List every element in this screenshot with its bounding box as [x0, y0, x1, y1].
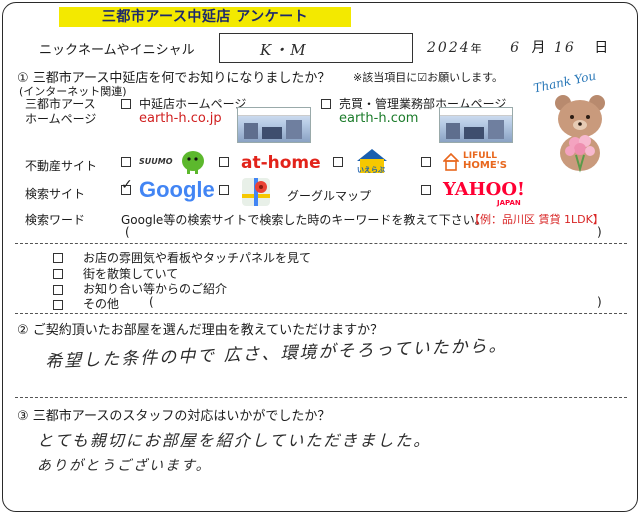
yahoo-checkbox[interactable]	[421, 185, 431, 195]
offline-option-1: お店の雰囲気や看板やタッチパネルを見て	[83, 251, 312, 265]
suumo-logo-text: SUUMO	[139, 157, 173, 166]
ieiru-logo-icon	[357, 149, 387, 173]
offline-option-checkbox-1[interactable]	[53, 253, 63, 263]
athome-logo: at-home	[241, 153, 321, 173]
other-paren-close: )	[597, 295, 602, 309]
hp-label: 三都市アース ホームページ	[25, 97, 96, 127]
ieiru-checkbox[interactable]	[333, 157, 343, 167]
offline-option-4: その他	[83, 297, 120, 311]
yahoo-logo-sub: JAPAN	[497, 199, 521, 207]
google-logo-text: Google	[139, 177, 215, 202]
nickname-field: K・M	[219, 33, 413, 63]
offline-option-checkbox-3[interactable]	[53, 285, 63, 295]
section-divider	[15, 397, 627, 398]
other-paren-open: (	[149, 295, 154, 309]
hp-option-label: 中延店ホームページ	[139, 97, 247, 111]
lifull-checkbox[interactable]	[421, 157, 431, 167]
date-year-unit: 年	[470, 42, 482, 55]
sales-screenshot-thumbnail	[439, 107, 513, 143]
survey-title: 三都市アース中延店 アンケート	[59, 7, 351, 27]
sales-url: earth-h.com	[339, 111, 419, 126]
offline-option-checkbox-2[interactable]	[53, 269, 63, 279]
keyword-example: 【例：品川区 賃貸 1LDK】	[469, 213, 604, 226]
section-divider	[15, 313, 627, 314]
nickname-value: K・M	[260, 41, 308, 59]
google-logo: Google	[139, 177, 215, 203]
q2-question: ② ご契約頂いたお部屋を選んだ理由を教えていただけますか？	[17, 323, 384, 338]
ieiru-logo-text: いえらぶ	[357, 166, 385, 174]
suumo-mascot-icon	[182, 151, 204, 174]
hp-screenshot-thumbnail	[237, 107, 311, 143]
q1-note: ※該当項目に☑お願いします。	[353, 71, 503, 84]
lifull-house-icon	[443, 153, 459, 171]
keyword-paren-close: )	[597, 225, 602, 239]
offline-option-3: お知り合い等からのご紹介	[83, 282, 228, 296]
q3-question: ③ 三都市アースのスタッフの対応はいかがでしたか？	[17, 409, 331, 424]
date-month: 6	[510, 40, 522, 56]
bear-with-flowers-icon	[555, 95, 605, 173]
keyword-paren-open: (	[125, 225, 130, 239]
lifull-logo-line2: HOME'S	[463, 160, 507, 171]
date-day-unit: 日	[594, 40, 609, 56]
realestate-label: 不動産サイト	[25, 159, 98, 173]
athome-checkbox[interactable]	[219, 157, 229, 167]
sales-option-checkbox[interactable]	[321, 99, 331, 109]
keyword-instruction: Google等の検索サイトで検索した時のキーワードを教えて下さい。	[121, 213, 487, 227]
search-label: 検索サイト	[25, 187, 86, 201]
q3-answer-line1: とても親切にお部屋を紹介していただきました。	[37, 431, 432, 450]
nickname-label: ニックネームやイニシャル	[39, 43, 195, 58]
q1-question: ① 三都市アース中延店を何でお知りになりましたか？	[17, 71, 331, 86]
offline-option-checkbox-4[interactable]	[53, 300, 63, 310]
offline-option-2: 街を散策していて	[83, 267, 179, 281]
suumo-checkbox[interactable]	[121, 157, 131, 167]
internet-note: (インターネット関連)	[19, 85, 127, 98]
googlemap-checkbox[interactable]	[219, 185, 229, 195]
date-day: 16	[553, 40, 576, 56]
date: 2024年 6 月 16 日	[427, 37, 608, 57]
hp-option-checkbox[interactable]	[121, 99, 131, 109]
lifull-logo-line1: LIFULL	[463, 151, 498, 161]
google-maps-icon	[242, 178, 270, 206]
hp-url: earth-h.co.jp	[139, 111, 222, 126]
date-year: 2024	[427, 40, 471, 56]
hp-label-line1: 三都市アース	[25, 97, 96, 111]
yahoo-logo: YAHOO!	[443, 179, 525, 200]
date-month-unit: 月	[531, 40, 546, 56]
section-divider	[15, 243, 627, 244]
check-mark-icon: ✓	[121, 177, 133, 193]
lifull-logo: LIFULL HOME'S	[463, 151, 507, 171]
googlemap-label: グーグルマップ	[287, 189, 372, 203]
google-checkbox[interactable]: ✓	[121, 177, 133, 195]
q3-answer-line2: ありがとうございます。	[37, 458, 212, 474]
keyword-label: 検索ワード	[25, 213, 86, 227]
hp-label-line2: ホームページ	[25, 112, 97, 126]
